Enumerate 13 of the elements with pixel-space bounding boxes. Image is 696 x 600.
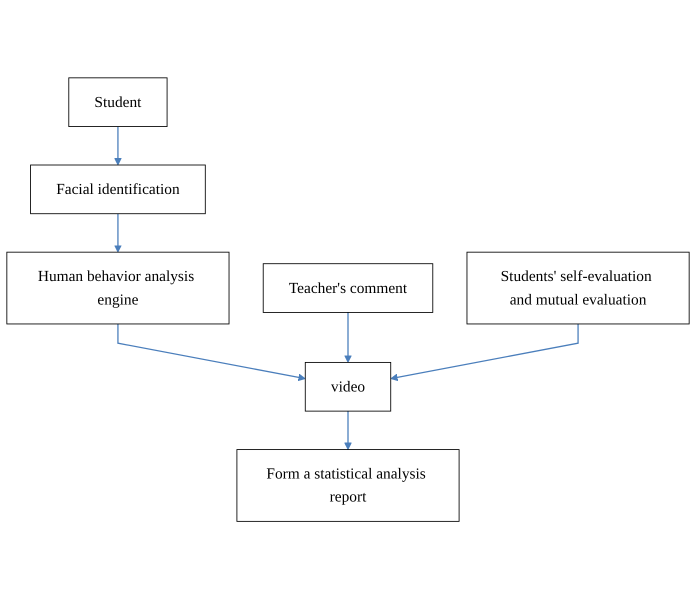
process-box: video <box>304 362 392 412</box>
arrow <box>344 312 352 364</box>
process-box: Student <box>68 78 168 128</box>
arrow <box>344 412 352 450</box>
process-box: Form a statistical analysis report <box>236 450 460 522</box>
arrow <box>114 214 122 253</box>
process-box: Facial identification <box>30 164 206 215</box>
arrow <box>117 324 306 382</box>
process-box: Students' self-evaluation and mutual evaluation <box>466 252 690 325</box>
arrow <box>114 126 122 166</box>
process-box: Teacher's comment <box>262 264 434 314</box>
arrow <box>390 324 579 382</box>
process-box: Human behavior analysis engine <box>6 252 230 325</box>
